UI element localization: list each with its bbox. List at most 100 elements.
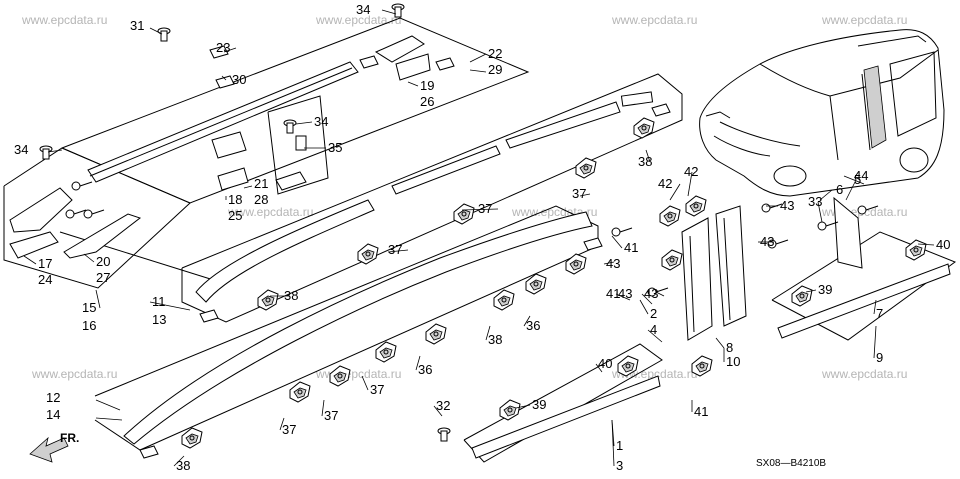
- callout-number: 37: [388, 242, 402, 257]
- leader-lines: [23, 9, 935, 467]
- clip-icon: [565, 253, 587, 275]
- callout-number: 39: [818, 282, 832, 297]
- front-label: FR.: [60, 431, 79, 445]
- callout-number: 27: [96, 270, 110, 285]
- roof-molding-lower: [123, 211, 593, 445]
- clip-icon: [905, 239, 927, 261]
- clip-icon: [493, 289, 515, 311]
- bracket-icon: [211, 131, 247, 159]
- end-cap-icon: [583, 237, 603, 251]
- bracket-icon: [217, 167, 249, 191]
- callout-number: 1: [616, 438, 623, 453]
- end-piece-icon: [9, 231, 59, 259]
- watermark-text: www.epcdata.ru: [227, 205, 313, 219]
- bracket-icon: [275, 171, 307, 191]
- watermark-text: www.epcdata.ru: [31, 367, 117, 381]
- callout-number: 38: [284, 288, 298, 303]
- callout-number: 34: [14, 142, 28, 157]
- callout-number: 13: [152, 312, 166, 327]
- clip-icon: [791, 285, 813, 307]
- callout-number: 43: [780, 198, 794, 213]
- clip-icon: [633, 117, 655, 139]
- watermark-text: www.epcdata.ru: [611, 13, 697, 27]
- end-cap-icon: [435, 57, 455, 71]
- end-piece-icon: [9, 187, 73, 233]
- callout-number: 26: [420, 94, 434, 109]
- callout-number: 19: [420, 78, 434, 93]
- bracket-icon: [395, 53, 431, 81]
- callout-number: 42: [684, 164, 698, 179]
- callout-number: 8: [726, 340, 733, 355]
- bracket-icon: [374, 35, 425, 63]
- end-cap-icon: [139, 445, 159, 459]
- callout-number: 30: [232, 72, 246, 87]
- callout-number: 37: [572, 186, 586, 201]
- spacer-icon: [295, 135, 307, 151]
- callout-number: 43: [618, 286, 632, 301]
- callout-number: 10: [726, 354, 740, 369]
- callout-number: 41: [624, 240, 638, 255]
- callout-number: 17: [38, 256, 52, 271]
- clip-icon: [181, 427, 203, 449]
- screw-icon: [71, 181, 93, 191]
- callout-number: 12: [46, 390, 60, 405]
- callout-number: 37: [324, 408, 338, 423]
- end-cap-icon: [209, 45, 229, 59]
- clip-icon: [691, 355, 713, 377]
- callout-number: 2: [650, 306, 657, 321]
- callout-number: 38: [638, 154, 652, 169]
- diagram-code: SX08—B4210B: [756, 458, 826, 469]
- callout-number: 32: [436, 398, 450, 413]
- callout-number: 23: [216, 40, 230, 55]
- roof-rail: [87, 61, 359, 183]
- callout-number: 36: [418, 362, 432, 377]
- clip-icon: [257, 289, 279, 311]
- front-arrow: FR.: [29, 431, 79, 463]
- clip-icon: [685, 195, 707, 217]
- callout-number: 43: [606, 256, 620, 271]
- bolt-icon: [391, 3, 405, 18]
- callout-number: 38: [488, 332, 502, 347]
- callout-number: 25: [228, 208, 242, 223]
- callout-number: 6: [836, 182, 843, 197]
- bolt-icon: [157, 27, 171, 42]
- callout-number: 36: [526, 318, 540, 333]
- bolt-icon: [437, 427, 451, 442]
- callout-number: 15: [82, 300, 96, 315]
- callout-number: 42: [658, 176, 672, 191]
- callout-number: 7: [876, 306, 883, 321]
- screw-icon: [817, 221, 839, 231]
- clip-icon: [425, 323, 447, 345]
- clip-icon: [575, 157, 597, 179]
- small-parts: [9, 3, 927, 459]
- clip-icon: [329, 365, 351, 387]
- callout-number: 9: [876, 350, 883, 365]
- screw-icon: [761, 203, 783, 213]
- callout-number: 4: [650, 322, 657, 337]
- clip-icon: [499, 399, 521, 421]
- callout-number: 31: [130, 18, 144, 33]
- callout-number: 11: [152, 294, 166, 309]
- callout-number: 43: [644, 286, 658, 301]
- clip-icon: [617, 355, 639, 377]
- callout-number: 16: [82, 318, 96, 333]
- end-cap-icon: [215, 75, 235, 89]
- side-sill-moldings: [471, 263, 951, 459]
- watermark-text: www.epcdata.ru: [21, 13, 107, 27]
- callout-number: 44: [854, 168, 868, 183]
- screw-icon: [83, 209, 105, 219]
- callout-number: 14: [46, 407, 60, 422]
- callout-number: 20: [96, 254, 110, 269]
- clip-icon: [357, 243, 379, 265]
- callout-number: 22: [488, 46, 502, 61]
- callout-number: 21: [254, 176, 268, 191]
- screw-icon: [65, 209, 87, 219]
- watermark-text: www.epcdata.ru: [315, 367, 401, 381]
- clip-icon: [525, 273, 547, 295]
- callout-number: 37: [478, 201, 492, 216]
- callout-number: 28: [254, 192, 268, 207]
- watermark-text: www.epcdata.ru: [821, 13, 907, 27]
- watermark-text: www.epcdata.ru: [821, 367, 907, 381]
- callout-number: 34: [356, 2, 370, 17]
